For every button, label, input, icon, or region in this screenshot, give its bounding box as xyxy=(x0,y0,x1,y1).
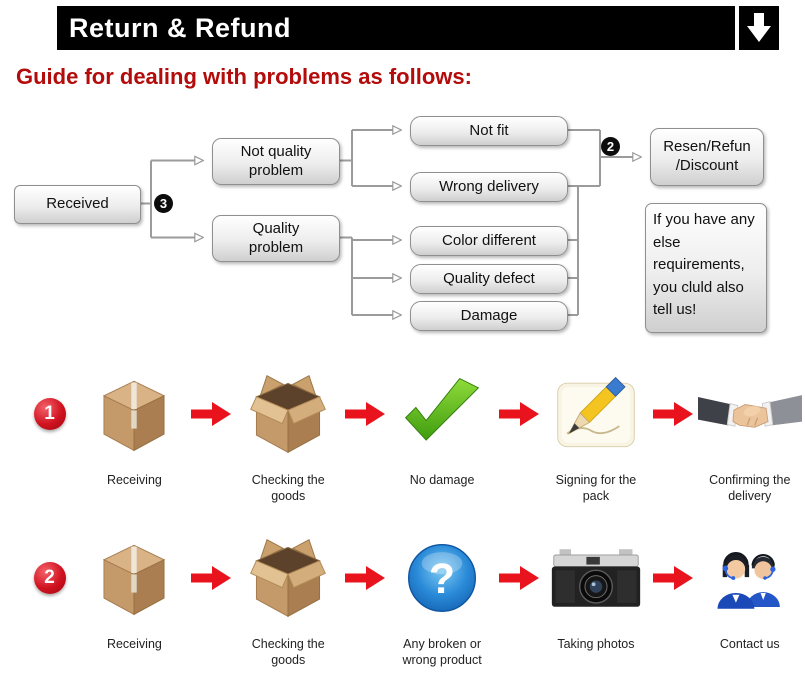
process-step: No damage xyxy=(387,364,497,504)
contact-people-icon xyxy=(717,552,780,609)
red-arrow-icon xyxy=(652,402,693,426)
flow-badge-2-number: 2 xyxy=(606,139,615,154)
flow-box-color-different: Color different xyxy=(410,226,568,256)
step-label: Confirming the delivery xyxy=(709,473,791,504)
process-step: Checking the goods xyxy=(233,364,343,505)
flow-box-note: If you have any else requirements, you c… xyxy=(645,203,767,333)
red-arrow-icon xyxy=(499,566,539,590)
process-step: Checking the goods xyxy=(233,528,343,669)
flow-box-quality-defect: Quality defect xyxy=(410,264,568,294)
red-arrow-icon xyxy=(652,566,693,590)
flow-box-line: Not quality xyxy=(240,142,312,160)
step-label: No damage xyxy=(409,473,475,487)
flow-box-line: problem xyxy=(248,161,304,179)
process-row-1: 1 Receiving xyxy=(0,364,805,505)
flow-badge-3: 3 xyxy=(154,194,173,213)
step-label: Checking the goods xyxy=(251,637,325,668)
question-glyph: ? xyxy=(429,555,455,603)
step-label: Receiving xyxy=(106,473,162,487)
flow-box-not-quality-problem: Not quality problem xyxy=(212,138,340,185)
closed-box-icon xyxy=(103,544,166,616)
red-arrow-icon xyxy=(499,402,539,426)
red-arrow-icon xyxy=(191,566,232,590)
flow-badge-2: 2 xyxy=(601,137,620,156)
flow-box-label: Damage xyxy=(460,306,518,324)
flow-box-label: Quality defect xyxy=(443,269,535,287)
signing-icon xyxy=(557,376,635,448)
question-icon: ? xyxy=(408,544,477,612)
process-step: Receiving xyxy=(79,528,189,668)
flow-box-result: Resen/Refun /Discount xyxy=(650,128,764,186)
flow-box-result-line: /Discount xyxy=(675,157,739,174)
flow-box-received: Received xyxy=(14,185,141,224)
process-row-2: 2 Receiving xyxy=(0,528,805,669)
red-arrow-icon xyxy=(191,402,232,426)
flow-box-wrong-delivery: Wrong delivery xyxy=(410,172,568,202)
step-label: Checking the goods xyxy=(251,473,325,504)
flowchart-connectors xyxy=(139,0,805,350)
step-number-2: 2 xyxy=(20,528,79,628)
open-box-icon xyxy=(250,375,327,454)
red-arrow-icon xyxy=(345,566,386,590)
step-number-1: 1 xyxy=(20,364,79,464)
page-title: Return & Refund xyxy=(69,12,291,43)
step-label: Contact us xyxy=(719,637,780,651)
handshake-icon xyxy=(697,395,802,428)
red-number-badge: 2 xyxy=(33,562,66,594)
process-step: Taking photos xyxy=(541,528,651,668)
subtitle: Guide for dealing with problems as follo… xyxy=(16,64,472,89)
flow-box-received-label: Received xyxy=(46,195,109,213)
camera-icon xyxy=(551,549,641,607)
process-step: Confirming the delivery xyxy=(695,364,805,505)
flow-box-label: Color different xyxy=(442,231,536,249)
badge-number: 1 xyxy=(44,403,55,424)
process-step: Receiving xyxy=(79,364,189,504)
flow-box-line: problem xyxy=(248,238,304,256)
flow-box-label: Not fit xyxy=(469,121,509,139)
process-step: ? Any broken or wrong product xyxy=(387,528,497,669)
flow-box-result-line: Resen/Refun xyxy=(663,138,751,156)
open-box-icon xyxy=(250,539,327,618)
step-label: Taking photos xyxy=(557,637,635,651)
flow-box-label: Wrong delivery xyxy=(439,177,539,195)
header-bar: Return & Refund xyxy=(57,6,735,50)
flow-box-line: Quality xyxy=(252,219,300,237)
flow-badge-3-number: 3 xyxy=(159,196,168,211)
step-label: Receiving xyxy=(106,637,162,651)
flow-box-damage: Damage xyxy=(410,301,568,331)
process-step: Signing for the pack xyxy=(541,364,651,505)
red-arrow-icon xyxy=(345,402,386,426)
download-arrow-box xyxy=(739,6,779,50)
step-label: Signing for the pack xyxy=(555,473,637,504)
check-icon xyxy=(405,377,480,441)
red-number-badge: 1 xyxy=(33,398,66,430)
process-step: Contact us xyxy=(695,528,805,668)
down-arrow-icon xyxy=(747,13,771,42)
closed-box-icon xyxy=(103,380,166,452)
flow-box-quality-problem: Quality problem xyxy=(212,215,340,262)
step-label: Any broken or wrong product xyxy=(402,637,482,668)
flow-note-text: If you have any else requirements, you c… xyxy=(653,211,755,318)
flow-box-not-fit: Not fit xyxy=(410,116,568,146)
badge-number: 2 xyxy=(44,567,55,588)
